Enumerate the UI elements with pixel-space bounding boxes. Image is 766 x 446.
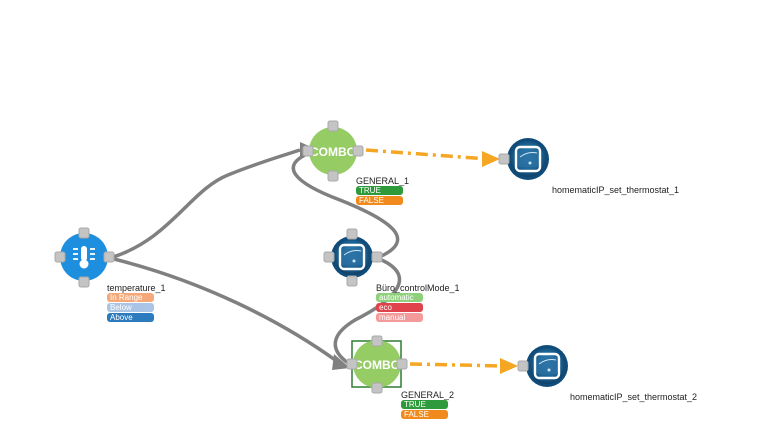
port-output[interactable]	[371, 251, 383, 263]
output-badge-true[interactable]: TRUE	[401, 400, 448, 409]
output-badge-eco[interactable]: eco	[376, 303, 423, 312]
combo-text: COMBO	[310, 145, 356, 159]
port-bottom[interactable]	[327, 170, 339, 182]
output-badge-false[interactable]: FALSE	[401, 410, 448, 419]
node-control-mode[interactable]	[323, 228, 383, 287]
combo-text: COMBO	[354, 358, 400, 372]
port-top[interactable]	[346, 228, 358, 240]
control-mode-label: Büro_controlMode_1	[376, 283, 460, 293]
output-badge-manual[interactable]: manual	[376, 313, 423, 322]
node-temperature[interactable]	[54, 227, 115, 288]
arrow-head	[500, 358, 518, 374]
edge-control-to-combo1[interactable]	[291, 148, 400, 260]
port-top[interactable]	[327, 120, 339, 132]
combo1-label: GENERAL_1	[356, 176, 410, 186]
port-input[interactable]	[323, 251, 335, 263]
node-thermostat2[interactable]	[517, 343, 570, 389]
edge-temperature-to-combo1[interactable]	[109, 148, 301, 260]
arrow-head	[332, 354, 350, 370]
edge-control-to-combo2[interactable]	[333, 256, 402, 365]
temperature-label: temperature_1	[107, 283, 166, 293]
node-thermostat1[interactable]	[498, 136, 551, 182]
port-top[interactable]	[371, 335, 383, 347]
port-output[interactable]	[103, 251, 115, 263]
output-badge-below[interactable]: Below	[107, 303, 154, 312]
edges	[109, 142, 518, 374]
thermometer-icon	[73, 246, 95, 269]
arrow-head	[482, 151, 500, 167]
output-badge-true[interactable]: TRUE	[356, 186, 403, 195]
output-badge-above[interactable]: Above	[107, 313, 154, 322]
port-top[interactable]	[78, 227, 90, 239]
port-bottom[interactable]	[78, 276, 90, 288]
edge-combo1-to-thermostat1[interactable]	[365, 148, 489, 161]
output-badge-in-range[interactable]: In Range	[107, 293, 154, 302]
port-bottom[interactable]	[371, 382, 383, 394]
thermostat1-label: homematicIP_set_thermostat_1	[552, 185, 680, 195]
port-input[interactable]	[498, 153, 510, 165]
port-input[interactable]	[302, 145, 314, 157]
node-combo2[interactable]: COMBO	[346, 335, 408, 394]
port-bottom[interactable]	[346, 275, 358, 287]
output-badge-automatic[interactable]: automatic	[376, 293, 423, 302]
port-input[interactable]	[54, 251, 66, 263]
port-output[interactable]	[352, 145, 364, 157]
port-input[interactable]	[346, 358, 358, 370]
edge-combo2-to-thermostat2[interactable]	[409, 362, 506, 368]
edge-temperature-to-combo2[interactable]	[109, 256, 340, 364]
node-combo1[interactable]: COMBO	[302, 120, 364, 182]
port-input[interactable]	[517, 360, 529, 372]
port-output[interactable]	[396, 358, 408, 370]
combo2-label: GENERAL_2	[401, 390, 455, 400]
output-badge-false[interactable]: FALSE	[356, 196, 403, 205]
thermostat2-label: homematicIP_set_thermostat_2	[570, 392, 698, 402]
